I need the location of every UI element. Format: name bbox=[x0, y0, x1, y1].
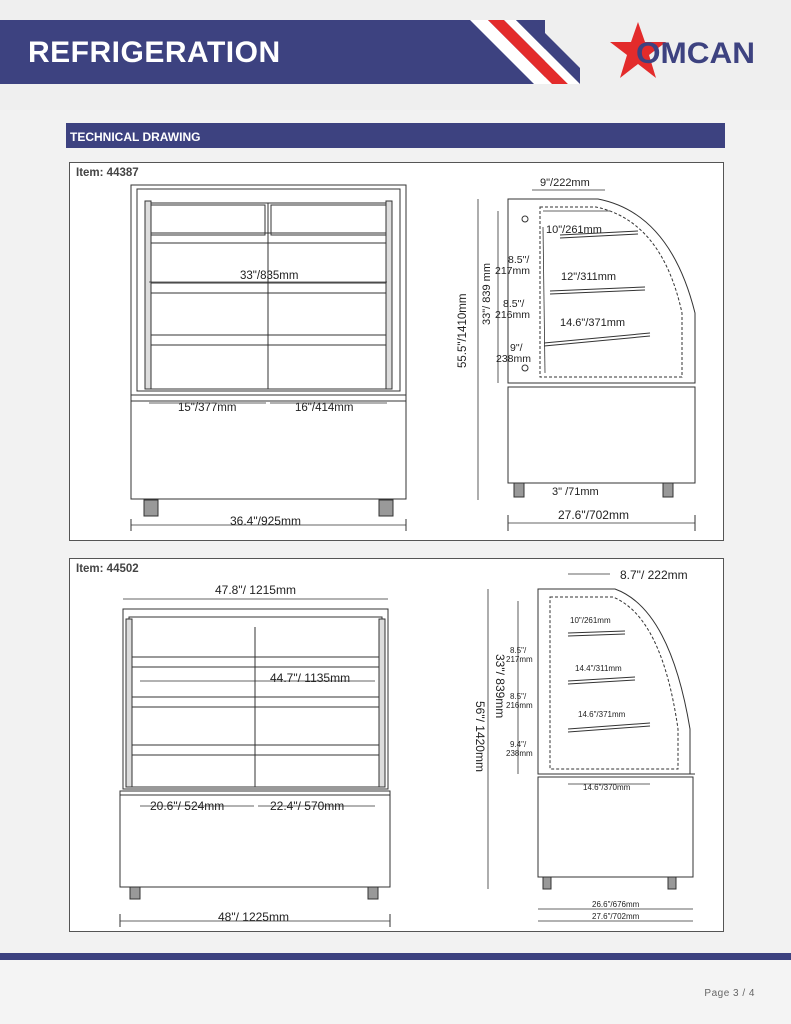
brand-logo: OMCAN bbox=[636, 37, 755, 70]
side-shelf1: 10"/261mm bbox=[570, 616, 611, 625]
front-right-shelf: 22.4"/ 570mm bbox=[270, 799, 344, 813]
side-gap3: 9.4"/ bbox=[510, 740, 527, 749]
side-gap2: 8.5"/ bbox=[510, 692, 527, 701]
side-gap3b: 238mm bbox=[496, 353, 531, 365]
item-label: Item: 44502 bbox=[76, 563, 139, 575]
side-gap2b: 216mm bbox=[495, 309, 530, 321]
front-total-width: 48"/ 1225mm bbox=[218, 910, 289, 924]
page-number: Page 3 / 4 bbox=[704, 988, 755, 999]
side-top-depth: 8.7"/ 222mm bbox=[620, 568, 688, 582]
side-display-height: 33"/ 839mm bbox=[493, 654, 507, 718]
front-top-width: 47.8"/ 1215mm bbox=[215, 583, 296, 597]
side-base-shelf: 14.6"/370mm bbox=[583, 783, 631, 792]
side-base-clearance: 3" /71mm bbox=[552, 486, 599, 498]
side-top-depth: 9"/222mm bbox=[540, 177, 590, 189]
side-gap1: 8.5"/ bbox=[510, 646, 527, 655]
side-shelf2: 12"/311mm bbox=[561, 271, 616, 283]
header-stripes bbox=[470, 20, 580, 84]
drawing-panel-44387: Item: 44387 bbox=[69, 162, 724, 541]
page-header: REFRIGERATION OMCAN bbox=[0, 0, 791, 110]
page-title: REFRIGERATION bbox=[28, 36, 281, 69]
front-right-shelf: 16"/414mm bbox=[295, 402, 353, 414]
page-footer bbox=[0, 960, 791, 1024]
side-total-depth: 27.6"/702mm bbox=[558, 508, 629, 522]
front-inner-width: 44.7"/ 1135mm bbox=[270, 671, 350, 685]
side-shelf2: 14.4"/311mm bbox=[575, 664, 622, 673]
side-gap1b: 217mm bbox=[506, 655, 533, 664]
side-base-depth: 26.6"/676mm bbox=[592, 900, 640, 909]
side-shelf1: 10"/261mm bbox=[546, 224, 602, 236]
front-left-shelf: 20.6"/ 524mm bbox=[150, 799, 224, 813]
section-title: TECHNICAL DRAWING bbox=[70, 130, 201, 144]
section-bar bbox=[66, 123, 725, 148]
side-gap2b: 216mm bbox=[506, 701, 533, 710]
side-display-height: 33"/ 839 mm bbox=[481, 263, 493, 325]
side-total-height: 55.5"/1410mm bbox=[457, 294, 469, 368]
drawing-panel-44502: Item: 44502 bbox=[69, 558, 724, 932]
front-total-width: 36.4"/925mm bbox=[230, 514, 301, 528]
footer-line bbox=[0, 953, 791, 960]
technical-drawing-44387: 33"/835mm 15"/377mm 16"/414mm 36.4"/925m… bbox=[130, 177, 696, 531]
front-inner-width: 33"/835mm bbox=[240, 270, 298, 282]
side-gap3: 9"/ bbox=[510, 342, 523, 354]
technical-drawing-44502: 47.8"/ 1215mm 44.7"/ 1135mm 20.6"/ 524mm… bbox=[119, 568, 695, 927]
side-shelf3: 14.6"/371mm bbox=[578, 710, 626, 719]
side-gap1: 8.5"/ bbox=[508, 254, 529, 266]
item-label: Item: 44387 bbox=[76, 167, 139, 179]
header-bar bbox=[0, 20, 545, 84]
side-gap3b: 238mm bbox=[506, 749, 533, 758]
side-gap2: 8.5"/ bbox=[503, 298, 524, 310]
side-gap1b: 217mm bbox=[495, 265, 530, 277]
side-total-height: 56"/ 1420mm bbox=[473, 701, 487, 772]
brand-star-icon bbox=[610, 22, 666, 78]
front-left-shelf: 15"/377mm bbox=[178, 402, 236, 414]
side-shelf3: 14.6"/371mm bbox=[560, 317, 625, 329]
side-total-depth: 27.6"/702mm bbox=[592, 912, 640, 921]
